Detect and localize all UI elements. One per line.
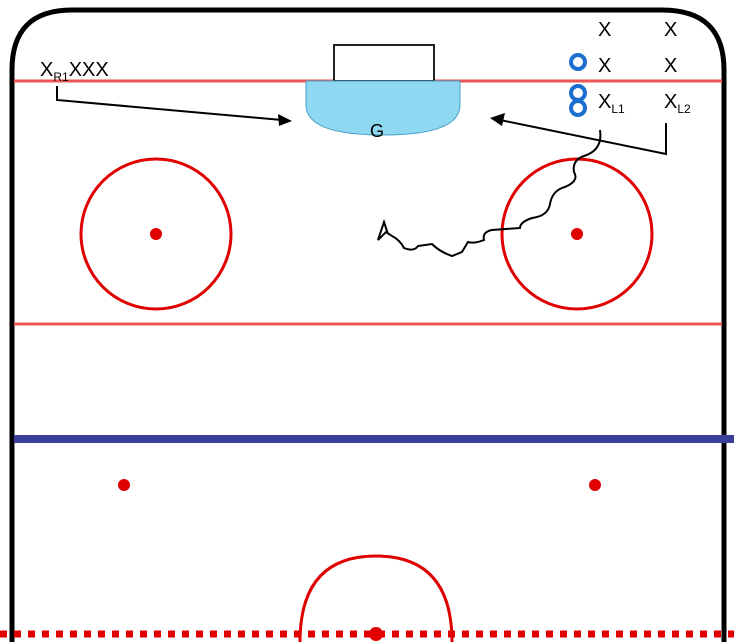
circle-marker-icon [569,84,587,102]
circle-marker-icon [569,99,587,117]
player-r-rest: XXX [68,59,109,81]
neutral-dot-right [589,479,601,491]
wavy-path-icon [377,129,602,258]
rink-boards [9,7,727,642]
player-col1-row1: X [598,19,612,41]
player-col2-row1: X [664,19,678,41]
right-faceoff-dot [571,228,583,240]
circle-marker-icon [569,53,587,71]
arrow-icon [56,86,283,121]
player-group-right: XR1XXX [40,60,109,83]
player-l2: XL2 [664,92,691,115]
left-faceoff-dot [150,228,162,240]
player-l1-sub: L1 [611,102,625,116]
goal-crease [305,80,461,136]
arrow-icon [499,119,667,156]
player-col1-row2: X [598,55,612,77]
player-l1: XL1 [598,92,625,115]
player-r1-letter: X [40,59,54,81]
goalie-label: G [370,121,385,141]
center-circle [298,554,454,642]
neutral-dot-left [118,479,130,491]
left-faceoff-circle [79,157,233,311]
player-l2-letter: X [664,91,678,113]
player-col2-row2: X [664,55,678,77]
player-l2-sub: L2 [677,102,691,116]
arrow-head-left [278,114,292,126]
arrow-head-right [490,113,505,126]
player-l1-letter: X [598,91,612,113]
player-r1-sub: R1 [53,70,69,84]
goal-net [333,44,435,82]
